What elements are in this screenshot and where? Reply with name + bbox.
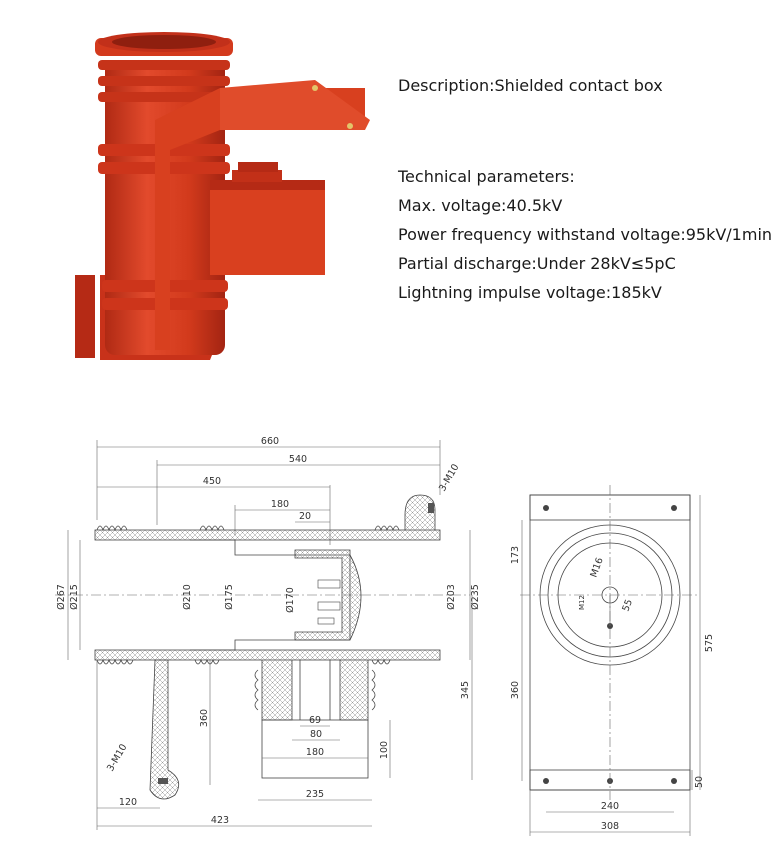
dim-3m10-top: 3-M10	[437, 462, 461, 493]
dim-540: 540	[289, 454, 307, 465]
technical-drawing: 660 540 450 180 20 3-M10 Ø267 Ø215 Ø210 …	[55, 436, 715, 836]
dim-345: 345	[460, 681, 471, 699]
dim-20: 20	[299, 511, 311, 522]
dim-69: 69	[309, 715, 321, 726]
dim-d170: Ø170	[285, 587, 296, 613]
technical-parameters: Technical parameters: Max. voltage:40.5k…	[398, 162, 772, 307]
technical-line: Partial discharge:Under 28kV≤5pC	[398, 254, 676, 273]
dim-d215: Ø215	[69, 584, 80, 610]
dim-360: 360	[199, 709, 210, 727]
dim-d267: Ø267	[56, 584, 67, 610]
dim-100: 100	[379, 741, 390, 759]
dim-80: 80	[310, 729, 322, 740]
dim-50: 50	[694, 776, 705, 788]
dim-d175: Ø175	[224, 584, 235, 610]
dim-120: 120	[119, 797, 137, 808]
dim-450: 450	[203, 476, 221, 487]
dim-235: 235	[306, 789, 324, 800]
dim-660: 660	[261, 436, 279, 447]
dim-d210: Ø210	[182, 584, 193, 610]
dim-d203: Ø203	[446, 584, 457, 610]
dim-360-front: 360	[510, 681, 521, 699]
dim-240: 240	[601, 801, 619, 812]
technical-line: Power frequency withstand voltage:95kV/1…	[398, 225, 773, 244]
dim-180-top: 180	[271, 499, 289, 510]
dim-d235: Ø235	[470, 584, 481, 610]
dim-55: 55	[620, 598, 634, 613]
product-photo	[75, 32, 370, 360]
dim-3m10-bottom: 3-M10	[105, 742, 129, 773]
dim-308: 308	[601, 821, 619, 832]
dim-180-mid: 180	[306, 747, 324, 758]
dim-173: 173	[510, 546, 521, 564]
dim-m12: M12	[578, 595, 586, 610]
dim-423: 423	[211, 815, 229, 826]
technical-line: Lightning impulse voltage:185kV	[398, 283, 662, 302]
technical-line: Max. voltage:40.5kV	[398, 196, 563, 215]
dim-575: 575	[704, 634, 715, 652]
technical-heading: Technical parameters:	[398, 167, 575, 186]
description-text: Description:Shielded contact box	[398, 76, 663, 95]
dim-m16: M16	[588, 556, 605, 579]
